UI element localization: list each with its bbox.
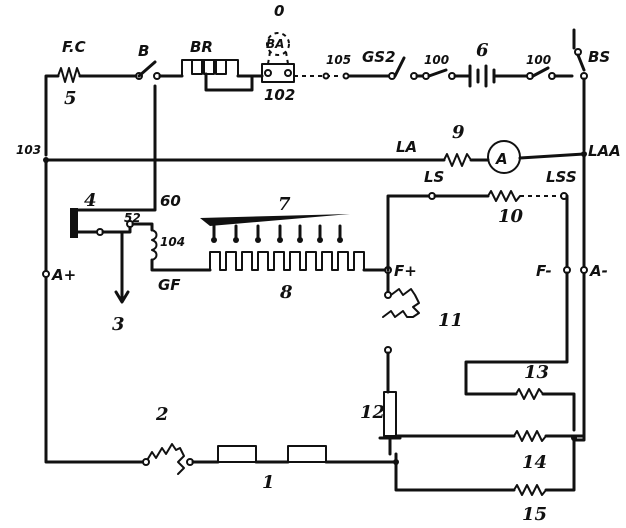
label-2: 2 — [155, 404, 169, 425]
switch-b-blade — [137, 60, 157, 78]
coil-11 — [382, 288, 420, 318]
battery-6 — [468, 64, 496, 88]
fuse-5 — [57, 67, 81, 83]
label-100a: 100 — [424, 53, 449, 67]
rheostat — [200, 214, 392, 274]
label-la: LA — [396, 138, 417, 156]
label-11: 11 — [438, 310, 463, 331]
label-f-plus: F+ — [394, 262, 417, 280]
label-9: 9 — [452, 122, 465, 143]
label-a-plus: A+ — [51, 266, 76, 284]
switch-gs2-blade — [393, 56, 406, 78]
resistor-15 — [513, 484, 547, 496]
label-bs: BS — [588, 48, 610, 66]
label-13: 13 — [524, 362, 549, 383]
resistor-grid-8 — [209, 251, 365, 271]
label-a-minus: A- — [589, 262, 608, 280]
label-lss: LSS — [546, 168, 577, 186]
label-7: 7 — [278, 194, 291, 215]
field-winding-1 — [217, 445, 327, 464]
label-60: 60 — [160, 192, 181, 210]
label-12: 12 — [360, 402, 385, 423]
label-laa: LAA — [588, 142, 621, 160]
label-14: 14 — [522, 452, 547, 473]
label-switch-b: B — [138, 42, 149, 60]
indicator-ba — [261, 32, 295, 83]
label-1: 1 — [262, 472, 275, 493]
resistor-14 — [513, 430, 547, 442]
label-10: 10 — [498, 206, 524, 227]
label-ls: LS — [424, 168, 444, 186]
wire-60 — [74, 84, 157, 212]
label-52: 52 — [124, 211, 141, 225]
relay-br-coil — [181, 59, 239, 77]
terminal-block-4 — [70, 208, 78, 238]
label-15: 15 — [522, 504, 547, 525]
label-gf: GF — [158, 276, 181, 294]
label-ammeter: A — [495, 150, 508, 168]
label-ba: BA — [266, 37, 284, 51]
label-105: 105 — [326, 53, 351, 67]
label-br: BR — [190, 38, 213, 56]
ammeter-line — [43, 140, 587, 174]
label-8: 8 — [279, 282, 293, 303]
rheostat-arm-7 — [200, 214, 350, 226]
wire-15 — [394, 452, 516, 492]
resistor-13 — [515, 388, 544, 400]
label-f-minus: F- — [536, 262, 552, 280]
label-4: 4 — [84, 190, 97, 211]
label-100b: 100 — [526, 53, 551, 67]
arrow-3 — [114, 290, 130, 304]
right-bus — [572, 152, 586, 442]
left-bus — [42, 158, 148, 464]
label-5: 5 — [64, 88, 77, 109]
label-102: 102 — [264, 86, 295, 104]
top-circuit-line — [44, 28, 588, 157]
coil-104 — [151, 229, 158, 261]
label-104: 104 — [160, 235, 185, 249]
label-3: 3 — [112, 314, 125, 335]
resistor-9 — [443, 153, 472, 167]
label-indicator-0: 0 — [274, 2, 284, 20]
label-fc: F.C — [62, 38, 86, 56]
resistor-10 — [487, 190, 521, 202]
label-gs2: GS2 — [362, 48, 396, 66]
label-6: 6 — [476, 40, 489, 61]
generator-2 — [142, 443, 194, 475]
wire-ls — [386, 194, 432, 272]
label-103: 103 — [16, 143, 41, 157]
shunt-12 — [378, 391, 402, 456]
